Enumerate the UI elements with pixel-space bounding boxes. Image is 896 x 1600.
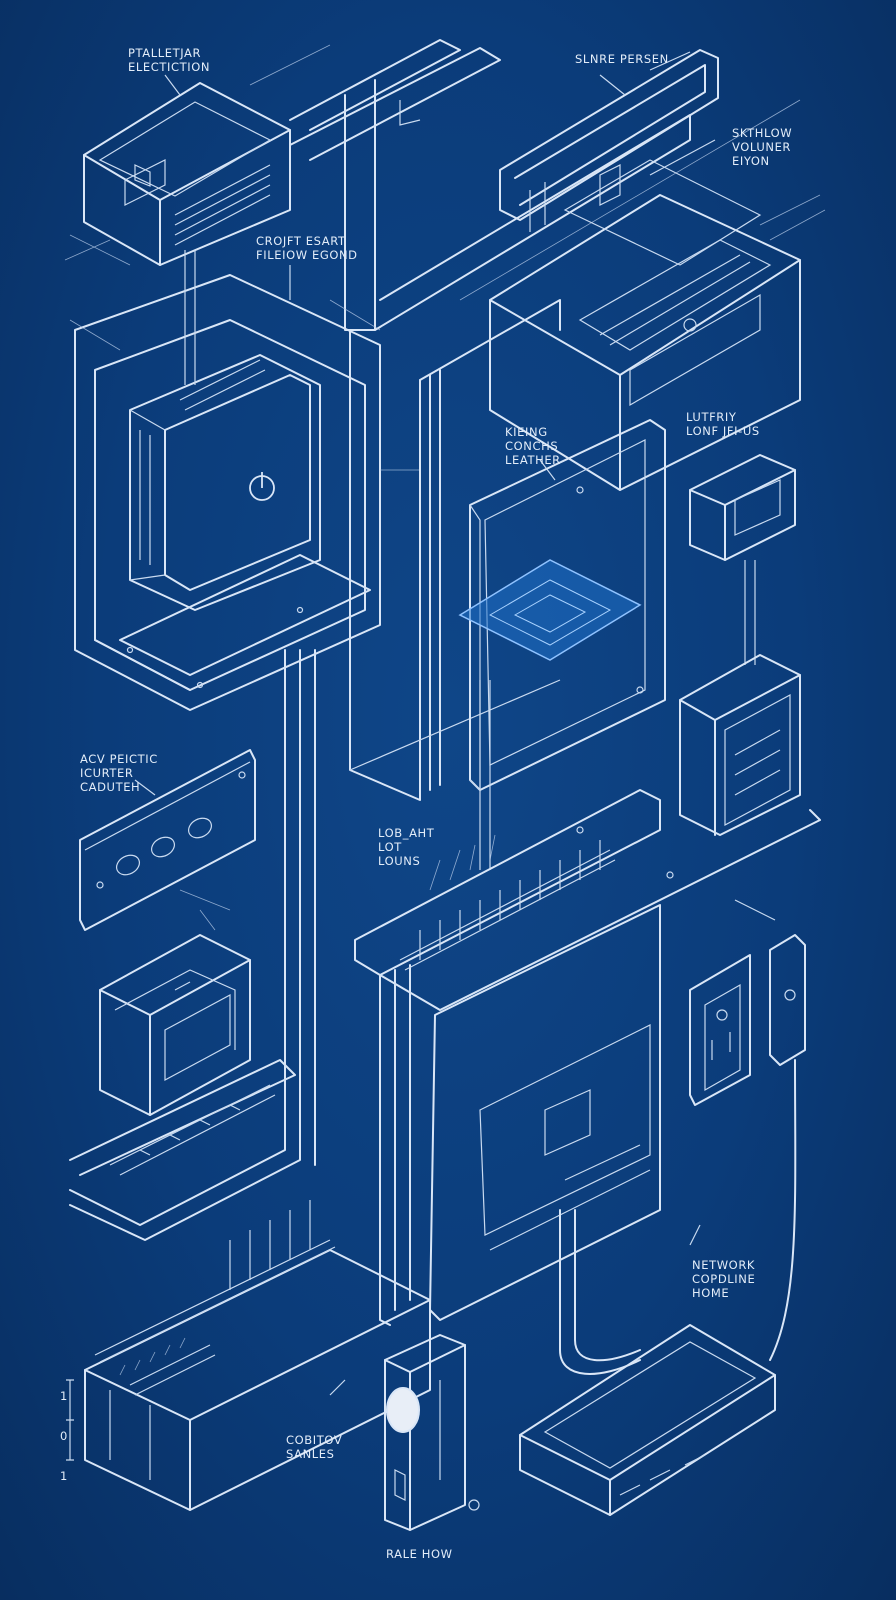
wall-plate	[689, 934, 806, 1106]
circuit-chip-icon	[458, 559, 642, 661]
label-network: NETWORK COPDLINE HOME	[692, 1258, 756, 1300]
screen-panel	[458, 419, 666, 870]
camera-unit	[384, 1334, 480, 1531]
label-center: KIEING CONCHS LEATHER	[505, 425, 561, 467]
upper-right-device	[489, 159, 826, 491]
tablet-device	[519, 1324, 776, 1516]
label-bottom-center: COBITOV SANLES	[286, 1433, 343, 1461]
label-right-upper: SKTHLOW VOLUNER EIYON	[732, 126, 793, 168]
label-right-mid: LUTFRIY LONF JFI-US	[686, 410, 760, 438]
scale-marks: 1 0 1	[60, 1389, 68, 1483]
battery-rail	[66, 1200, 431, 1511]
top-left-cabinet	[64, 82, 291, 266]
switch-plate	[79, 749, 256, 931]
label-top-left: PTALLETJAR ELECTICTION	[128, 46, 211, 74]
upper-beams	[249, 39, 801, 331]
label-bottom: RALE HOW	[386, 1547, 453, 1561]
distribution-board	[354, 789, 821, 1326]
glass-box	[99, 934, 251, 1116]
label-center-lower: LOB_AHT LOT LOUNS	[378, 826, 435, 868]
top-right-rail	[499, 49, 719, 232]
label-top-right: SLNRE PERSEN	[575, 52, 669, 66]
right-sensor-unit	[679, 454, 801, 836]
conduit-pipes	[69, 649, 316, 1241]
label-mid-left: CROJFT ESART FILEIOW EGOND	[256, 234, 358, 262]
power-icon	[249, 472, 275, 501]
center-tower	[349, 299, 561, 801]
cable	[559, 1059, 797, 1375]
camera-lens-icon	[386, 1387, 420, 1433]
label-left-mid: ACV PEICTIC ICURTER CADUTEH	[80, 752, 158, 794]
main-cabinet	[69, 250, 420, 711]
leader-lines	[134, 74, 776, 1396]
